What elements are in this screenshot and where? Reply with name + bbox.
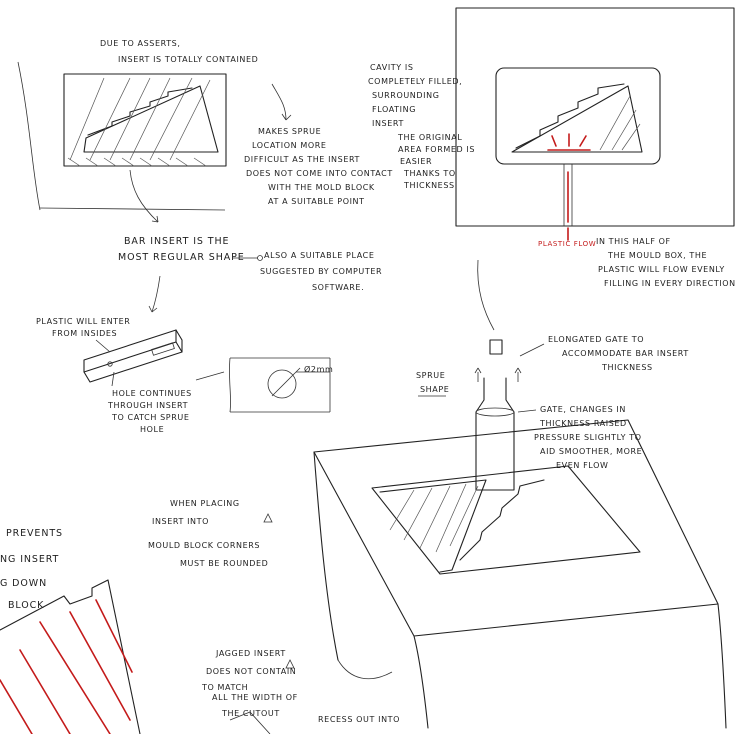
triangle-mark [285,659,295,669]
note-line: LOCATION MORE [252,141,327,150]
note-line: SURROUNDING [372,91,440,100]
sprue-label: SHAPE [420,385,449,394]
jagged-note-line: JAGGED INSERT [215,649,286,658]
note-line: THANKS TO [403,169,456,178]
arrow-to-bar [151,275,161,313]
note-line: CAVITY IS [370,63,414,72]
note-line: DUE TO ASSERTS, [100,39,181,48]
hole-note-line: THROUGH INSERT [107,401,188,410]
plastic-enter-note-line: FROM INSIDES [52,329,117,338]
also-suitable-note-line: SUGGESTED BY COMPUTER [260,267,382,276]
cutout-sketch [229,711,271,734]
note-line: INSERT IS TOTALLY CONTAINED [118,55,258,64]
note-line: DIFFICULT AS THE INSERT [244,155,360,164]
note-line: AT A SUITABLE POINT [268,197,365,206]
prevents-note-line: BLOCK [8,600,44,611]
note-line: IN THIS HALF OF [596,237,671,246]
note-line: INSERT [372,119,404,128]
also-suitable-note-line: SOFTWARE. [312,283,364,292]
prevents-note-line: NG INSERT [0,554,59,565]
gate-note-line: ACCOMMODATE BAR INSERT [562,349,689,358]
when-placing-note-line: WHEN PLACING [170,499,240,508]
gate-changes-note-line: AID SMOOTHER, MORE [540,447,642,456]
gate-changes-note-line: EVEN FLOW [556,461,609,470]
triangle-mark [263,513,273,523]
prevents-note-line: G DOWN [0,578,47,589]
plastic-enter-note-line: PLASTIC WILL ENTER [36,317,130,326]
also-suitable-note-line: ALSO A SUITABLE PLACE [264,251,374,260]
note-line: EASIER [400,157,432,166]
note-line: MAKES SPRUE [258,127,321,136]
gate-changes-note-line: THICKNESS RAISED [539,419,627,428]
bar-insert-note-line: BAR INSERT IS THE [124,236,229,247]
mould-block-3d [313,419,727,729]
gate-changes-note-line: PRESSURE SLIGHTLY TO [534,433,642,442]
arrow-to-also-suitable [232,255,263,261]
top-right-mould-view [455,7,735,241]
jagged-note-line: THE CUTOUT [221,709,280,718]
when-placing-note-line: MUST BE ROUNDED [180,559,268,568]
note-line: THE ORIGINAL [397,133,462,142]
hole-detail-view [195,357,331,413]
jagged-note-line: ALL THE WIDTH OF [212,693,298,702]
top-left-section-view [17,61,227,223]
arrow-to-gate [477,259,495,331]
note-line: COMPLETELY FILLED, [368,77,462,86]
prevents-note-line: PREVENTS [6,528,63,539]
sprue-post [475,377,515,491]
arrow [111,371,115,387]
note-in-this-half: IN THIS HALF OF THE MOULD BOX, THE PLAST… [596,237,736,288]
when-placing-note-line: INSERT INTO [152,517,209,526]
hole-note-line: TO CATCH SPRUE [111,413,190,422]
note-line: FLOATING [372,105,416,114]
note-makes-sprue: MAKES SPRUE LOCATION MORE DIFFICULT AS T… [244,127,393,206]
when-placing-note-line: MOULD BLOCK CORNERS [148,541,260,550]
arrowhead [148,305,158,313]
gate-sketch [474,339,545,382]
note-line: WITH THE MOLD BLOCK [268,183,375,192]
note-line: THE MOULD BOX, THE [607,251,707,260]
plastic-flow-label: PLASTIC FLOW [538,240,596,248]
note-line: FILLING IN EVERY DIRECTION [604,279,736,288]
gate-changes-note-line: GATE, CHANGES IN [540,405,626,414]
note-line: THICKNESS [403,181,455,190]
bar-insert-note-line: MOST REGULAR SHAPE [118,252,245,263]
gate-note-line: ELONGATED GATE TO [548,335,644,344]
note-line: DOES NOT COME INTO CONTACT [246,169,393,178]
bar-insert-sketch [83,329,183,383]
hole-note-line: HOLE [140,425,164,434]
jagged-note-line: TO MATCH [201,683,248,692]
bottom-left-insert-detail [0,579,141,734]
note-line: AREA FORMED IS [398,145,475,154]
jagged-note-line: DOES NOT CONTAIN [206,667,296,676]
note-line: PLASTIC WILL FLOW EVENLY [598,265,725,274]
sprue-label: SPRUE [416,371,445,380]
dimension-label: Ø2mm [304,364,333,374]
hole-note-line: HOLE CONTINUES [112,389,192,398]
arrow-to-makes-sprue [271,83,292,121]
gate-note-line: THICKNESS [601,363,653,372]
recess-note: RECESS OUT INTO [318,715,400,724]
note-cavity: CAVITY IS COMPLETELY FILLED, SURROUNDING… [368,63,475,190]
arrow [95,339,111,353]
note-due-to-assert: DUE TO ASSERTS, INSERT IS TOTALLY CONTAI… [100,39,258,64]
